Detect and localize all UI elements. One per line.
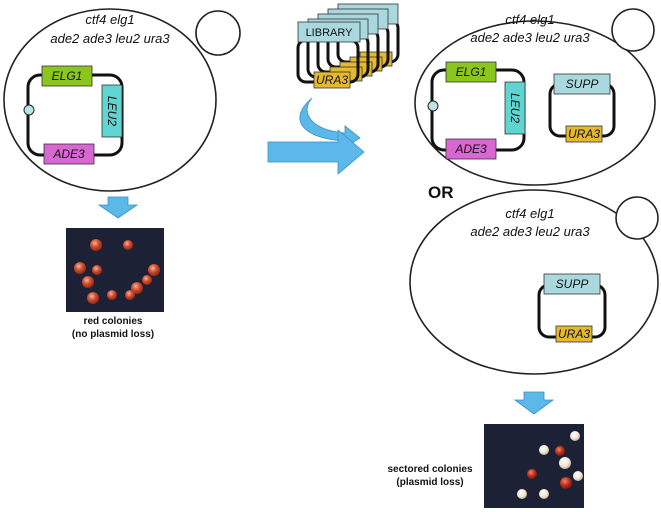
- colony: [125, 290, 135, 300]
- colony: [560, 477, 572, 489]
- cell-outline: [414, 20, 656, 186]
- cell-genotype-line2: ade2 ade3 leu2 ura3: [470, 30, 590, 45]
- cell-bud: [195, 10, 241, 56]
- ade3-gene-box: [43, 143, 95, 165]
- or-label: OR: [428, 183, 454, 202]
- ura3-gene-box: [313, 71, 351, 89]
- library-insert-box: [297, 21, 361, 43]
- colony: [527, 469, 537, 479]
- red-colonies-caption-line2: (no plasmid loss): [72, 329, 154, 340]
- leu2-gene-box: [504, 81, 526, 135]
- supp-plasmid: SUPP URA3: [548, 73, 616, 143]
- elg1-plasmid: ELG1 LEU2 ADE3: [23, 65, 124, 165]
- library-plasmid-front: LIBRARY URA3: [296, 21, 361, 89]
- colony: [539, 445, 549, 455]
- elg1-gene-box: [445, 61, 497, 83]
- elg1-gene-box: [41, 65, 93, 87]
- cell-genotype-line1: ctf4 elg1: [505, 206, 554, 221]
- library-plasmid-stack: LIBRARY URA3: [296, 3, 400, 89]
- sectored-colonies-caption-line2: (plasmid loss): [396, 477, 463, 488]
- ura3-gene-label: URA3: [316, 73, 348, 87]
- library-label: LIBRARY: [306, 27, 354, 39]
- elg1-gene-label: ELG1: [52, 69, 83, 83]
- down-arrow: [513, 391, 555, 415]
- ade3-gene-box: [445, 138, 497, 160]
- colony: [142, 275, 152, 285]
- leu2-gene-box: [101, 84, 123, 138]
- sectored-colonies-caption-line1: sectored colonies: [387, 464, 472, 475]
- cell-genotype-line2: ade2 ade3 leu2 ura3: [50, 31, 170, 46]
- cell-genotype-line2: ade2 ade3 leu2 ura3: [470, 224, 590, 239]
- cell-genotype-line1: ctf4 elg1: [85, 12, 134, 27]
- colony: [87, 292, 99, 304]
- colony: [107, 290, 117, 300]
- ura3-gene-box: [555, 325, 593, 343]
- supp-gene-label: SUPP: [566, 77, 599, 91]
- ade3-gene-label: ADE3: [454, 142, 487, 156]
- ura3-gene-box: [565, 125, 603, 143]
- supp-gene-label: SUPP: [556, 277, 589, 291]
- sectored-colonies-photo: [484, 424, 584, 508]
- colony: [559, 457, 571, 469]
- colony: [517, 489, 527, 499]
- colony: [573, 471, 583, 481]
- ura3-gene-label: URA3: [558, 327, 590, 341]
- ura3-gene-label: URA3: [568, 127, 600, 141]
- cell-genotype-line1: ctf4 elg1: [505, 12, 554, 27]
- centromere-marker: [427, 100, 439, 112]
- cell-bud: [611, 8, 655, 52]
- cell-bud: [615, 196, 659, 240]
- centromere-marker: [23, 104, 35, 116]
- colony: [131, 282, 143, 294]
- down-arrow: [97, 196, 139, 219]
- colony: [570, 431, 580, 441]
- cell-transformed: ctf4 elg1 ade2 ade3 leu2 ura3 ELG1 LEU2 …: [414, 8, 656, 186]
- cell-plasmid-lost: ctf4 elg1 ade2 ade3 leu2 ura3 SUPP URA3: [409, 189, 659, 375]
- right-arrow: [267, 129, 365, 175]
- cell-parent: ctf4 elg1 ade2 ade3 leu2 ura3 ELG1 LEU2 …: [3, 8, 241, 192]
- elg1-plasmid: ELG1 LEU2 ADE3: [427, 61, 526, 160]
- red-colonies-photo: [66, 228, 164, 312]
- colony: [82, 276, 94, 288]
- colony: [92, 265, 102, 275]
- elg1-gene-label: ELG1: [456, 65, 487, 79]
- colony: [90, 239, 102, 251]
- cell-outline: [409, 189, 659, 375]
- colony: [555, 446, 565, 456]
- supp-gene-box: [543, 273, 601, 295]
- colony: [123, 240, 133, 250]
- colony: [539, 489, 549, 499]
- cell-outline: [3, 8, 217, 192]
- leu2-gene-label: LEU2: [105, 96, 119, 126]
- supp-plasmid: SUPP URA3: [537, 273, 607, 343]
- supp-gene-box: [553, 73, 611, 95]
- leu2-gene-label: LEU2: [508, 93, 522, 123]
- ade3-gene-label: ADE3: [52, 147, 85, 161]
- colony: [74, 262, 86, 274]
- red-colonies-caption-line1: red colonies: [84, 316, 143, 327]
- colony: [148, 264, 160, 276]
